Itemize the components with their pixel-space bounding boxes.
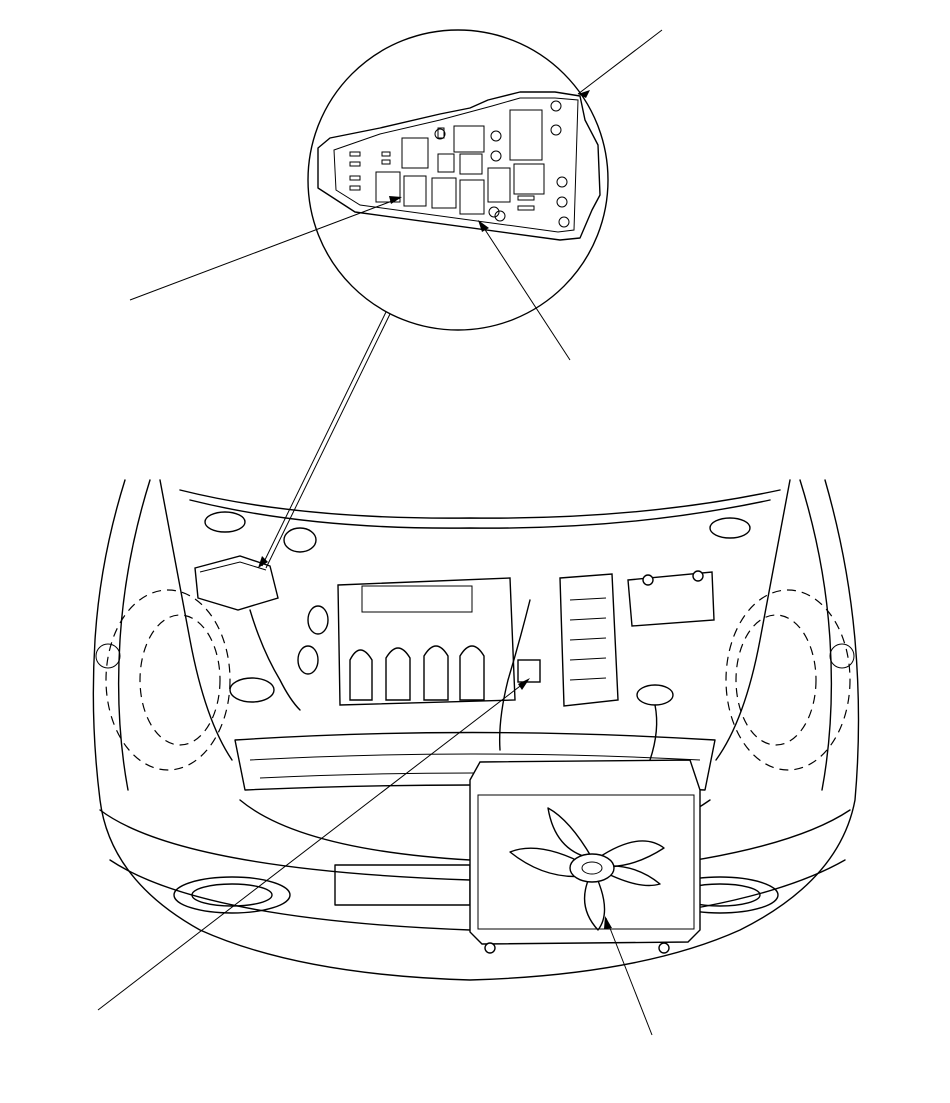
leader-fuse-box-location-a <box>261 311 387 567</box>
leader-engine-sensor <box>97 679 529 1011</box>
license-plate-area <box>334 864 471 906</box>
leader-relay-a <box>129 197 401 301</box>
leader-fuse-box-location-b <box>265 313 391 569</box>
leader-fuse-box-cover <box>577 29 663 95</box>
intake-runners <box>349 645 485 701</box>
engine-sensor-part <box>517 659 541 683</box>
radiator-cap <box>636 684 674 706</box>
radiator-assembly <box>469 759 701 954</box>
magnifier-circle <box>307 29 609 331</box>
engine-bay <box>194 511 751 761</box>
hood-opening-edge <box>179 489 781 519</box>
fog-lamp-left <box>173 876 291 914</box>
under-hood-fuse-box <box>194 555 279 611</box>
car-front-view <box>92 479 860 981</box>
fuse-box-detail-magnifier <box>307 29 609 331</box>
leader-radiator-fan <box>605 917 653 1036</box>
callout-leaders <box>97 29 663 1036</box>
headlight-right <box>725 589 855 771</box>
fan-hub <box>569 853 615 883</box>
grille <box>234 731 716 791</box>
car-body-outline <box>92 479 860 981</box>
battery <box>627 571 715 627</box>
fuse-box-outline <box>317 91 601 241</box>
air-cleaner <box>559 573 619 707</box>
fuse-box-relays <box>349 109 545 215</box>
leader-relay-b <box>479 221 571 361</box>
headlight-left <box>95 589 231 771</box>
fuse-box-fuses <box>434 100 570 228</box>
radiator <box>469 759 701 945</box>
